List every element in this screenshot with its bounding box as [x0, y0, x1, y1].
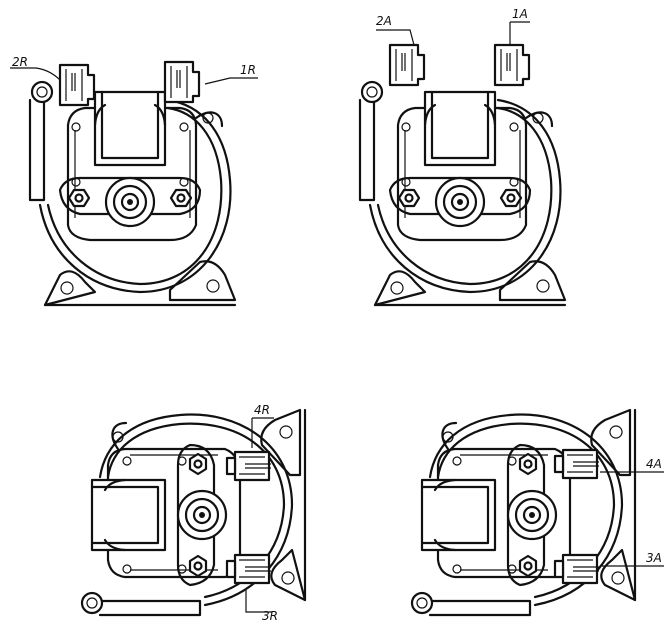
view-top-left — [10, 60, 258, 307]
label-3a: 3A — [646, 551, 662, 565]
label-1a: 1A — [512, 7, 528, 21]
view-bottom-left — [80, 408, 307, 617]
label-3r: 3R — [262, 609, 278, 623]
label-2a: 2A — [376, 14, 392, 28]
label-1r: 1R — [240, 63, 256, 77]
view-top-right — [358, 21, 567, 307]
label-2r: 2R — [12, 55, 28, 69]
label-4r: 4R — [254, 403, 270, 417]
view-bottom-right — [410, 408, 664, 617]
label-4a: 4A — [646, 457, 662, 471]
